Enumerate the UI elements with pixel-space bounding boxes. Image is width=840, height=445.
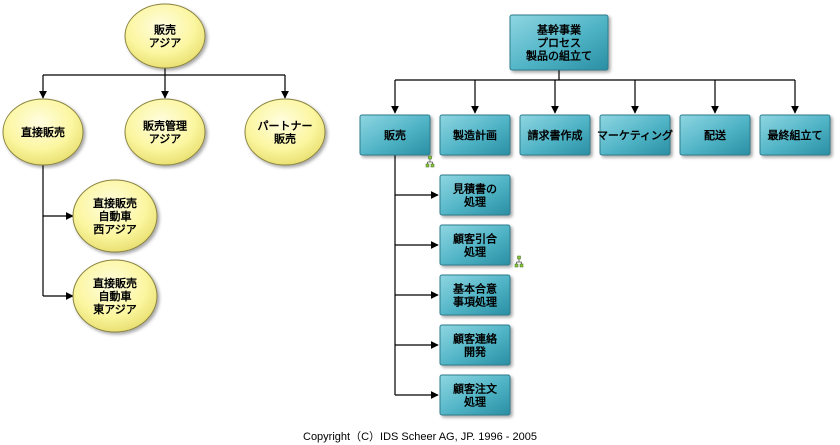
- ellipse-root-label: 販売アジア: [149, 23, 182, 50]
- box-level1-2-label: 製造計画: [452, 128, 497, 142]
- ellipse-child-3-shape: [244, 98, 326, 166]
- ellipse-sub-2[interactable]: 直接販売自動車東アジア: [72, 259, 158, 333]
- box-level1-6-shape: [759, 114, 831, 156]
- box-level1-1[interactable]: 販売: [359, 114, 431, 156]
- box-level1-2[interactable]: 製造計画: [439, 114, 511, 156]
- box-level1-4-label: マーケティング: [597, 128, 673, 142]
- box-level2-4[interactable]: 顧客連絡開発: [439, 324, 511, 366]
- ellipse-sub-2-shape: [72, 259, 158, 333]
- box-root-shape: [509, 14, 609, 71]
- box-level2-5-label: 顧客注文処理: [453, 382, 498, 409]
- box-level1-3-shape: [519, 114, 591, 156]
- ellipse-child-2-label: 販売管理アジア: [143, 119, 187, 146]
- copyright-text: Copyright（C）IDS Scheer AG, JP. 1996 - 20…: [303, 431, 537, 443]
- ellipse-root[interactable]: 販売アジア: [124, 3, 206, 69]
- box-level2-4-shape: [439, 324, 511, 366]
- box-level1-6[interactable]: 最終組立て: [759, 114, 831, 156]
- box-level1-1-shape: [359, 114, 431, 156]
- box-level2-3[interactable]: 基本合意事項処理: [439, 274, 511, 316]
- box-level1-6-label: 最終組立て: [768, 128, 823, 142]
- box-level2-3-label: 基本合意事項処理: [452, 282, 497, 309]
- box-level1-4-shape: [599, 114, 671, 156]
- ellipse-child-3-label: パートナー販売: [258, 120, 313, 146]
- ellipse-child-1-label: 直接販売: [21, 125, 65, 139]
- box-root[interactable]: 基幹事業プロセス製品の組立て: [509, 14, 609, 71]
- box-level1-5-label: 配送: [704, 128, 727, 142]
- box-level1-2-shape: [439, 114, 511, 156]
- box-level1-5-shape: [679, 114, 751, 156]
- box-level2-4-label: 顧客連絡開発: [453, 332, 498, 359]
- box-level1-3[interactable]: 請求書作成: [519, 114, 591, 156]
- box-level2-1-shape: [439, 174, 511, 216]
- box-level1-1-label: 販売: [384, 128, 406, 142]
- ellipse-child-1-shape: [2, 98, 84, 166]
- box-level2-1[interactable]: 見積書の処理: [439, 174, 511, 216]
- box-level2-1-label: 見積書の処理: [452, 182, 497, 209]
- box-level2-5[interactable]: 顧客注文処理: [439, 374, 511, 416]
- connector-lines: [39, 68, 799, 399]
- ellipse-sub-1[interactable]: 直接販売自動車西アジア: [72, 179, 158, 253]
- ellipse-child-2-shape: [124, 98, 206, 166]
- ellipse-sub-1-label: 直接販売自動車西アジア: [93, 196, 137, 236]
- ellipse-sub-1-shape: [72, 179, 158, 253]
- box-level2-3-shape: [439, 274, 511, 316]
- box-level2-2-label: 顧客引合処理: [453, 232, 498, 259]
- box-level2-2[interactable]: 顧客引合処理: [439, 224, 511, 266]
- hierarchy-icon: [425, 155, 435, 168]
- box-root-label: 基幹事業プロセス製品の組立て: [525, 23, 592, 63]
- ellipse-root-shape: [124, 3, 206, 69]
- box-level1-5[interactable]: 配送: [679, 114, 751, 156]
- box-level2-5-shape: [439, 374, 511, 416]
- box-level2-2-shape: [439, 224, 511, 266]
- ellipse-child-1[interactable]: 直接販売: [2, 98, 84, 166]
- box-level1-3-label: 請求書作成: [528, 128, 583, 142]
- ellipse-child-2[interactable]: 販売管理アジア: [124, 98, 206, 166]
- hierarchy-icon: [514, 255, 524, 268]
- ellipse-child-3[interactable]: パートナー販売: [244, 98, 326, 166]
- ellipse-sub-2-label: 直接販売自動車東アジア: [93, 276, 137, 316]
- box-level1-4[interactable]: マーケティング: [597, 114, 673, 156]
